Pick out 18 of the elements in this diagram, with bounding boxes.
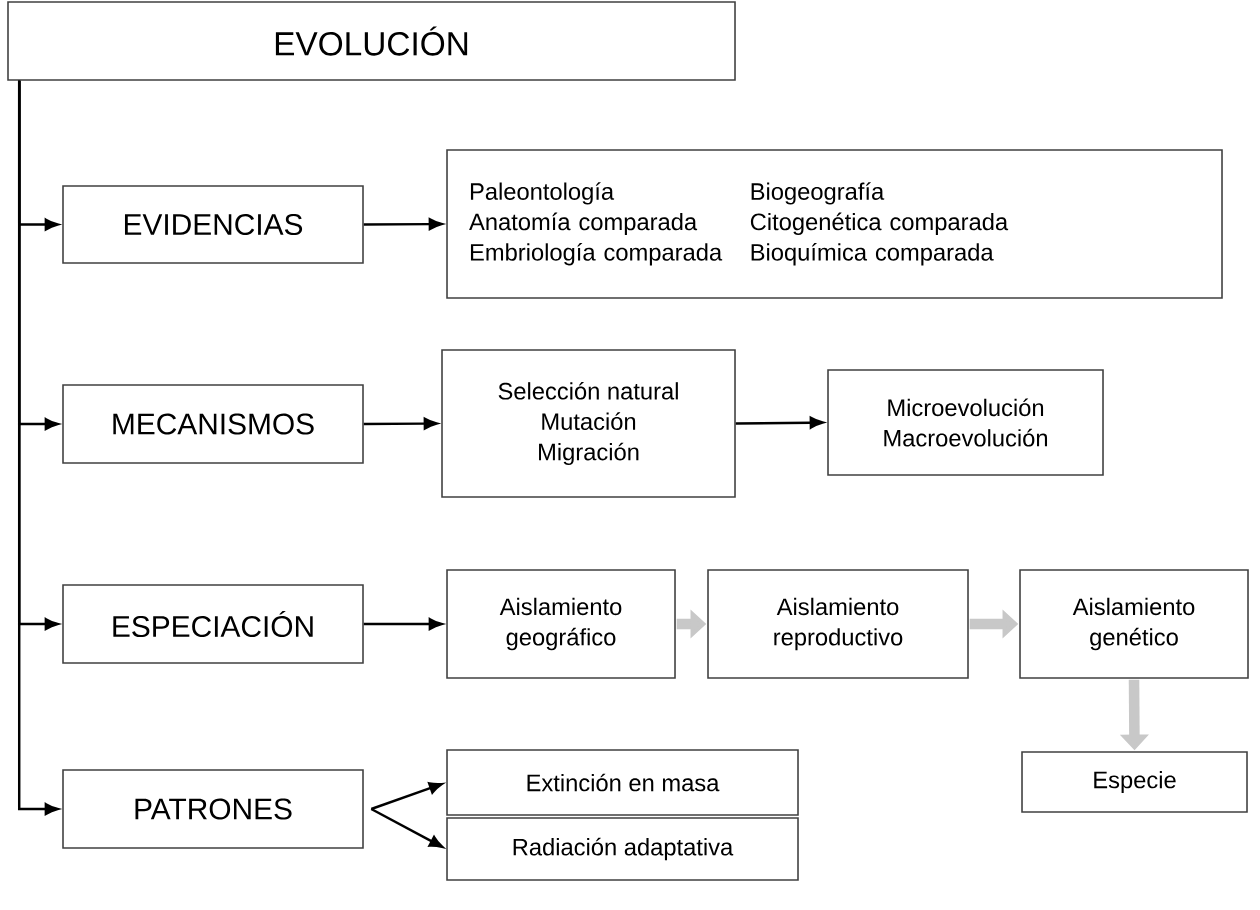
concept-box: Extinción en masa xyxy=(446,749,799,816)
concept-box: Radiación adaptativa xyxy=(446,817,799,881)
arrow xyxy=(363,617,443,631)
concept-box: Aislamiento geográfico xyxy=(446,569,676,679)
arrow xyxy=(370,807,444,848)
arrow xyxy=(370,782,443,811)
concept-box: EVIDENCIAS xyxy=(62,185,364,264)
concept-box: ESPECIACIÓN xyxy=(62,584,364,664)
concept-box: Aislamiento genético xyxy=(1019,569,1249,679)
concept-box: Aislamiento reproductivo xyxy=(707,569,969,679)
concept-box: Selección natural Mutación Migración xyxy=(441,349,736,498)
concept-box: Paleontología Biogeografía Anatomía comparada Citogenética comparada Embriología comparada Bioquímica comparada xyxy=(446,149,1223,299)
concept-box: Especie xyxy=(1021,751,1248,813)
arrow xyxy=(363,218,443,231)
concept-box: EVOLUCIÓN xyxy=(7,1,736,81)
concept-box: MECANISMOS xyxy=(62,384,364,464)
concept-box: PATRONES xyxy=(62,769,364,849)
concept-box: Microevolución Macroevolución xyxy=(827,369,1104,476)
